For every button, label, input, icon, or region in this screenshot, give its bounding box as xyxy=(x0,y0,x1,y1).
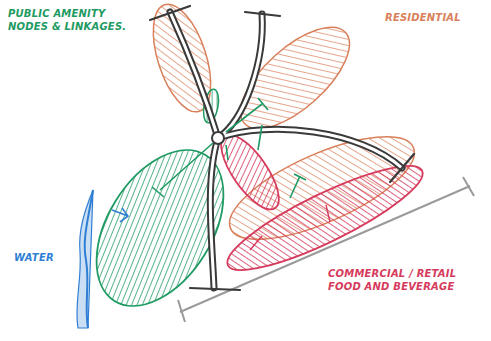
water-edge xyxy=(77,190,128,328)
zone-label: WATER xyxy=(14,252,74,265)
linkage-arrows xyxy=(152,98,306,198)
road-network xyxy=(150,6,414,290)
zone-label: PUBLIC AMENITY NODES & LINKAGES. xyxy=(8,8,143,33)
zone-label: COMMERCIAL / RETAIL FOOD AND BEVERAGE xyxy=(328,268,478,293)
amenity-zone xyxy=(70,128,249,329)
zone-label: RESIDENTIAL xyxy=(385,12,485,25)
residential-zone xyxy=(224,10,365,146)
commercial-links xyxy=(250,205,330,250)
